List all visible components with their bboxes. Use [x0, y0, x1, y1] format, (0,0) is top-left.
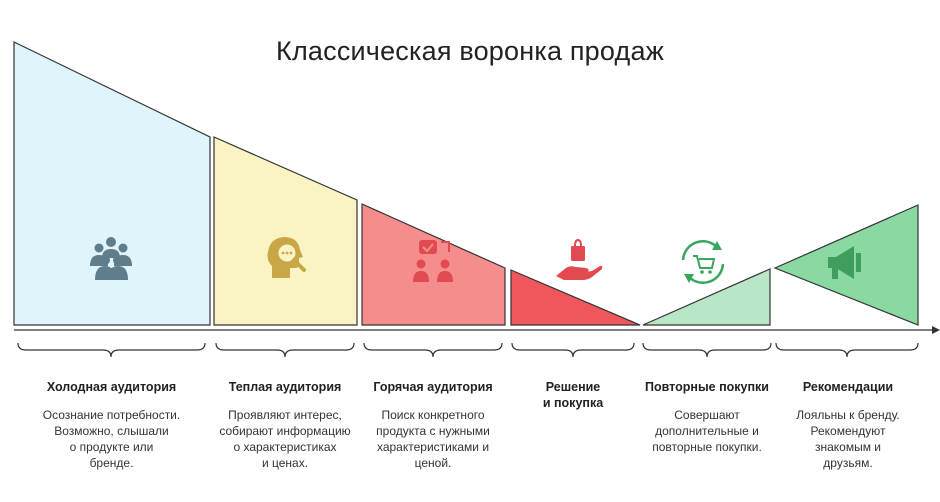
axis-arrowhead [932, 326, 940, 334]
desc-line: Поиск конкретного [381, 408, 485, 422]
head-search-icon [267, 237, 306, 278]
stage-desc: Проявляют интерес, собирают информацию о… [206, 407, 364, 471]
stage-desc: Совершают дополнительные и повторные пок… [637, 407, 777, 455]
stage-title: Горячая аудитория [373, 380, 493, 394]
brace-decision [511, 342, 635, 358]
people-group-icon [90, 237, 132, 280]
desc-line: продукта с нужными [376, 424, 490, 438]
desc-line: Совершают [674, 408, 740, 422]
desc-line: о продукте или [69, 440, 154, 454]
stage-title: Решение и покупка [513, 379, 633, 411]
desc-line: повторные покупки. [652, 440, 762, 454]
desc-line: Проявляют интерес, [228, 408, 342, 422]
stage-title: Повторные покупки [645, 380, 769, 394]
stage-desc: Осознание потребности. Возможно, слышали… [18, 407, 205, 471]
stage-warm: Теплая аудитория Проявляют интерес, соби… [206, 379, 364, 471]
stage-shape-hot [361, 203, 506, 326]
brace-hot [363, 342, 503, 358]
desc-line: о характеристиках [233, 440, 337, 454]
brace-warm [215, 342, 355, 358]
page-title: Классическая воронка продаж [276, 36, 664, 66]
desc-line: и ценах. [261, 456, 309, 470]
title-line: Решение [545, 380, 601, 394]
desc-line: бренде. [89, 456, 134, 470]
desc-line: Рекомендуют [810, 424, 886, 438]
desc-line: Осознание потребности. [42, 408, 181, 422]
stage-title: Рекомендации [802, 380, 894, 394]
stage-decision: Решение и покупка [513, 379, 633, 411]
stage-shape-cold [13, 41, 211, 326]
cart-cycle-icon [681, 240, 725, 284]
megaphone-icon [828, 246, 861, 279]
people-decision-icon [413, 240, 453, 282]
stage-shape-decision [510, 269, 641, 326]
brace-repeat [642, 342, 772, 358]
stage-desc: Лояльны к бренду. Рекомендуют знакомым и… [776, 407, 920, 471]
desc-line: друзьям. [823, 456, 873, 470]
desc-line: характеристиками и [376, 440, 490, 454]
stage-recommend: Рекомендации Лояльны к бренду. Рекоменду… [776, 379, 920, 471]
brace-cold [17, 342, 206, 358]
stage-title: Холодная аудитория [46, 380, 177, 394]
stage-repeat: Повторные покупки Совершают дополнительн… [637, 379, 777, 455]
desc-line: Лояльны к бренду. [796, 408, 900, 422]
title-line: и покупка [542, 396, 604, 410]
stage-title: Теплая аудитория [228, 380, 342, 394]
stage-hot: Горячая аудитория Поиск конкретного прод… [358, 379, 508, 471]
desc-line: дополнительные и [655, 424, 759, 438]
hand-bag-icon [556, 238, 603, 280]
stage-shape-repeat [642, 268, 771, 326]
desc-line: Возможно, слышали [54, 424, 169, 438]
desc-line: собирают информацию [219, 424, 351, 438]
stage-shape-warm [213, 136, 358, 326]
stage-desc: Поиск конкретного продукта с нужными хар… [358, 407, 508, 471]
stage-cold: Холодная аудитория Осознание потребности… [18, 379, 205, 471]
brace-recommend [775, 342, 919, 358]
desc-line: ценой. [414, 456, 452, 470]
desc-line: знакомым и [814, 440, 882, 454]
